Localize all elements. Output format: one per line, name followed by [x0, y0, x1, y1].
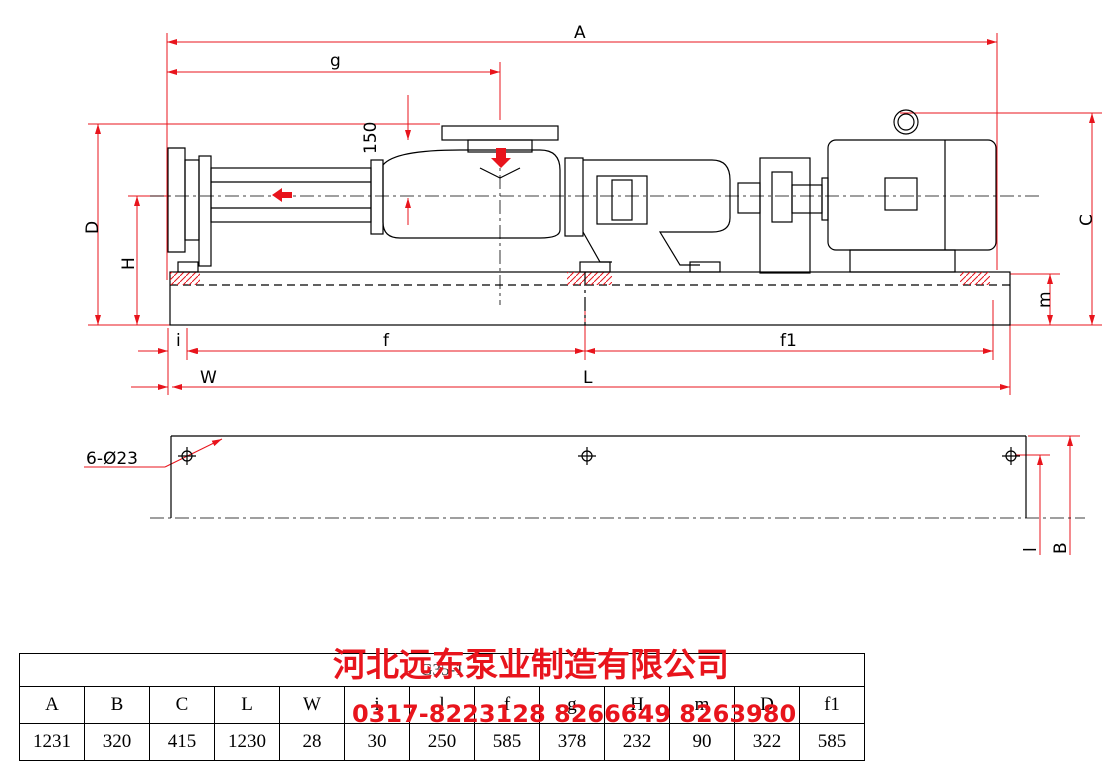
- dim-label-L: L: [583, 368, 593, 388]
- table-cell: 1230: [214, 723, 280, 761]
- dim-label-holes: 6-Ø23: [86, 449, 138, 469]
- table-header: B: [84, 686, 150, 724]
- dim-label-B: B: [1051, 542, 1071, 554]
- dim-label-W: W: [200, 368, 217, 388]
- dim-label-l: l: [1021, 547, 1041, 552]
- table-cell: 90: [669, 723, 735, 761]
- table-header: C: [149, 686, 215, 724]
- table-header: f1: [799, 686, 865, 724]
- mount-hole: [578, 447, 596, 465]
- dim-label-f1: f1: [780, 331, 797, 351]
- company-watermark: 河北远东泵业制造有限公司: [333, 645, 729, 684]
- table-title: G35-1: [19, 653, 865, 687]
- dim-label-D: D: [83, 221, 103, 234]
- table-cell: 585: [799, 723, 865, 761]
- table-header: H: [604, 686, 670, 724]
- table-cell: 232: [604, 723, 670, 761]
- mount-hole: [178, 447, 196, 465]
- suction-arrow-icon: [491, 148, 511, 168]
- table-header: D: [734, 686, 800, 724]
- table-cell: 250: [409, 723, 475, 761]
- table-cell: 30: [344, 723, 410, 761]
- pump-elevation: [150, 109, 1040, 326]
- flow-arrows: [272, 148, 511, 202]
- plan-view: [150, 435, 1085, 519]
- table-cell: 585: [474, 723, 540, 761]
- table-cell: 1231: [19, 723, 85, 761]
- spec-table: G35-1 A B C L W i l f g H m D f1 1231 32…: [19, 653, 865, 761]
- dim-label-C: C: [1077, 214, 1097, 226]
- table-header: W: [279, 686, 345, 724]
- dim-label-m: m: [1035, 291, 1055, 308]
- table-header: m: [669, 686, 735, 724]
- table-cell: 28: [279, 723, 345, 761]
- table-cell: 320: [84, 723, 150, 761]
- dim-label-150: 150: [361, 122, 381, 154]
- dim-label-f: f: [383, 331, 390, 351]
- mount-hole: [1002, 447, 1020, 465]
- dim-label-A: A: [574, 23, 586, 43]
- discharge-arrow-icon: [272, 188, 292, 202]
- table-row: 1231 320 415 1230 28 30 250 585 378 232 …: [19, 723, 865, 761]
- table-header: f: [474, 686, 540, 724]
- dim-label-H: H: [119, 257, 139, 270]
- dimension-labels: A g 150 D H C m i f f1 W L 6-Ø23 l B: [83, 23, 1097, 554]
- dimension-lines: [84, 33, 1102, 555]
- table-cell: 322: [734, 723, 800, 761]
- table-header: L: [214, 686, 280, 724]
- dim-label-g: g: [330, 51, 341, 71]
- table-header: A: [19, 686, 85, 724]
- phone-watermark: 0317-8223128 8266649 8263980: [352, 700, 797, 728]
- table-cell: 415: [149, 723, 215, 761]
- dim-label-i: i: [176, 331, 181, 351]
- table-cell: 378: [539, 723, 605, 761]
